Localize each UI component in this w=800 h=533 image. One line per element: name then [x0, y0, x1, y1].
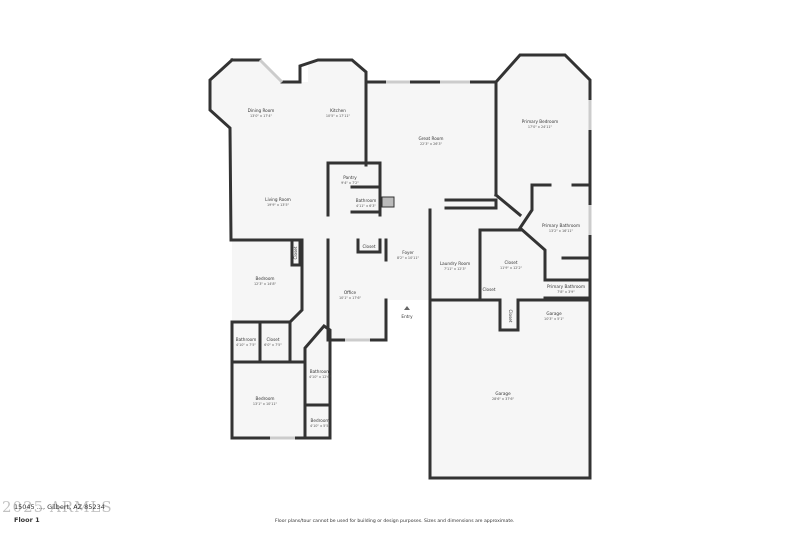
room-dimensions: 7'11" x 12'3" [444, 267, 467, 271]
room-name: Bathroom [236, 337, 257, 342]
room-name: Primary Bathroom [547, 284, 585, 289]
room-name: Office [344, 290, 357, 295]
room-dimensions: 10'3" x 5'1" [544, 317, 564, 321]
garage-closet-label: Closet [508, 309, 513, 322]
room-dimensions: 13'0" x 17'4" [250, 114, 273, 118]
room-name: Bedroom [256, 276, 275, 281]
room-name: Garage [546, 311, 562, 316]
office-closet-label: Closet [362, 244, 375, 249]
entry-icon [404, 306, 410, 310]
room-dimensions: 11'9" x 12'2" [500, 266, 523, 270]
room-name: Garage [495, 391, 511, 396]
laundry-closet-label: Closet [482, 287, 495, 292]
room-dimensions: 12'3" x 14'8" [254, 282, 277, 286]
room-dimensions: 10'5" x 17'11" [326, 114, 351, 118]
room-name: Bathroom [356, 198, 377, 203]
room-name: Closet [266, 337, 279, 342]
room-dimensions: 22'3" x 26'3" [420, 142, 443, 146]
room-name: Pantry [343, 175, 357, 180]
room-dimensions: 13'1" x 10'11" [253, 402, 278, 406]
disclaimer: Floor plans/tour cannot be used for buil… [275, 519, 515, 524]
room-dimensions: 10'1" x 17'6" [339, 296, 362, 300]
room-dimensions: 17'0" x 24'11" [528, 125, 553, 129]
room-dimensions: 4'10" x 12'6" [309, 375, 332, 379]
room-name: Bedroom [311, 418, 330, 423]
room-dimensions: 8'2" x 10'11" [397, 256, 420, 260]
room-name: Laundry Room [440, 261, 470, 266]
room-dimensions: 28'6" x 37'6" [492, 397, 515, 401]
floor-label: Floor 1 [14, 516, 40, 524]
room-name: Foyer [402, 250, 414, 255]
room-dimensions: 13'2" x 16'11" [549, 229, 574, 233]
room-name: Great Room [419, 136, 444, 141]
bedroom-closet-label: Closet [293, 246, 298, 259]
room-dimensions: 4'11" x 6'3" [356, 204, 376, 208]
fireplace [381, 196, 395, 208]
room-name: Living Room [265, 197, 291, 202]
room-dimensions: 4'10" x 5'5" [310, 424, 330, 428]
walls [208, 53, 592, 480]
room-name: Dining Room [248, 108, 275, 113]
room-dimensions: 7'8" x 3'9" [557, 290, 575, 294]
entry-label: Entry [401, 314, 413, 319]
room-name: Primary Bedroom [522, 119, 558, 124]
room-name: Bedroom [256, 396, 275, 401]
address: 15045 ..., Gilbert, AZ 85234 [14, 503, 105, 511]
watermark: 2025 ARMLS [2, 498, 113, 516]
windows [258, 58, 592, 440]
room-dimensions: 19'9" x 13'5" [267, 203, 290, 207]
room-dimensions: 4'10" x 7'5" [236, 343, 256, 347]
room-name: Closet [504, 260, 517, 265]
room-name: Kitchen [330, 108, 346, 113]
room-dimensions: 9'4" x 7'2" [341, 181, 359, 185]
room-name: Primary Bathroom [542, 223, 580, 228]
room-dimensions: 6'0" x 7'5" [264, 343, 282, 347]
room-name: Bathroom [310, 369, 331, 374]
